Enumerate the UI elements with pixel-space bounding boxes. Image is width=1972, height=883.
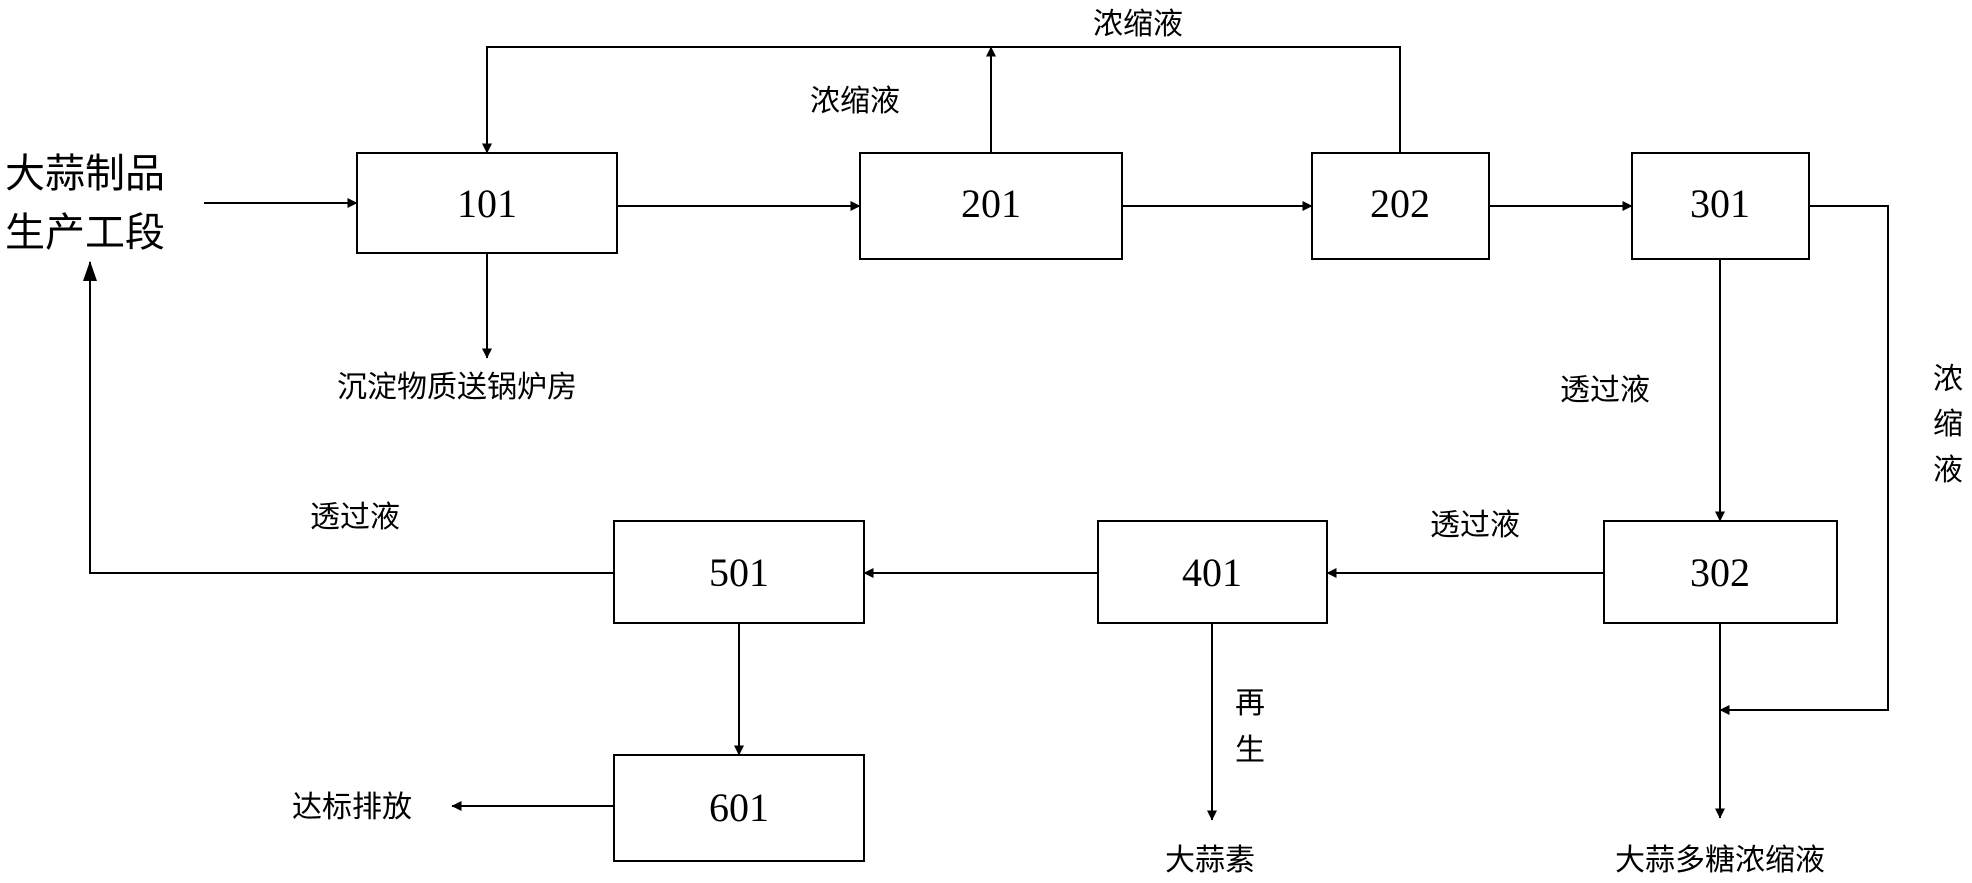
box-401: 401	[1097, 520, 1328, 624]
arrow-301-concentrate-bypass	[1719, 205, 1889, 715]
regeneration-char-1: 再	[1235, 686, 1265, 721]
box-501-label: 501	[709, 550, 769, 595]
box-101-label: 101	[457, 181, 517, 226]
concentrate-right-char-1: 浓	[1933, 362, 1963, 397]
permeate-302-label: 透过液	[1430, 508, 1520, 543]
flow-arrows	[83, 46, 1889, 821]
box-202-label: 202	[1370, 181, 1430, 226]
polysaccharide-label: 大蒜多糖浓缩液	[1615, 843, 1825, 878]
discharge-label: 达标排放	[292, 790, 412, 825]
concentrate-right-char-3: 液	[1933, 453, 1963, 488]
box-601-label: 601	[709, 785, 769, 830]
concentrate-top-label: 浓缩液	[1093, 7, 1183, 42]
box-301: 301	[1631, 152, 1810, 260]
box-401-label: 401	[1182, 550, 1242, 595]
source-label-line2: 生产工段	[5, 210, 165, 256]
box-501: 501	[613, 520, 865, 624]
regeneration-char-2: 生	[1235, 733, 1265, 768]
allicin-label: 大蒜素	[1165, 843, 1255, 878]
permeate-301-label: 透过液	[1560, 373, 1650, 408]
arrow-501-permeate-return	[83, 261, 614, 574]
box-301-label: 301	[1690, 181, 1750, 226]
sediment-label: 沉淀物质送锅炉房	[337, 370, 577, 405]
concentrate-201-label: 浓缩液	[810, 84, 900, 119]
box-302-label: 302	[1690, 550, 1750, 595]
box-302: 302	[1603, 520, 1838, 624]
box-601: 601	[613, 754, 865, 862]
box-201: 201	[859, 152, 1123, 260]
concentrate-right-char-2: 缩	[1933, 407, 1963, 442]
permeate-501-label: 透过液	[310, 500, 400, 535]
box-201-label: 201	[961, 181, 1021, 226]
arrow-202-concentrate-return	[482, 46, 1401, 154]
box-202: 202	[1311, 152, 1490, 260]
source-label-line1: 大蒜制品	[5, 151, 165, 197]
box-101: 101	[356, 152, 618, 254]
